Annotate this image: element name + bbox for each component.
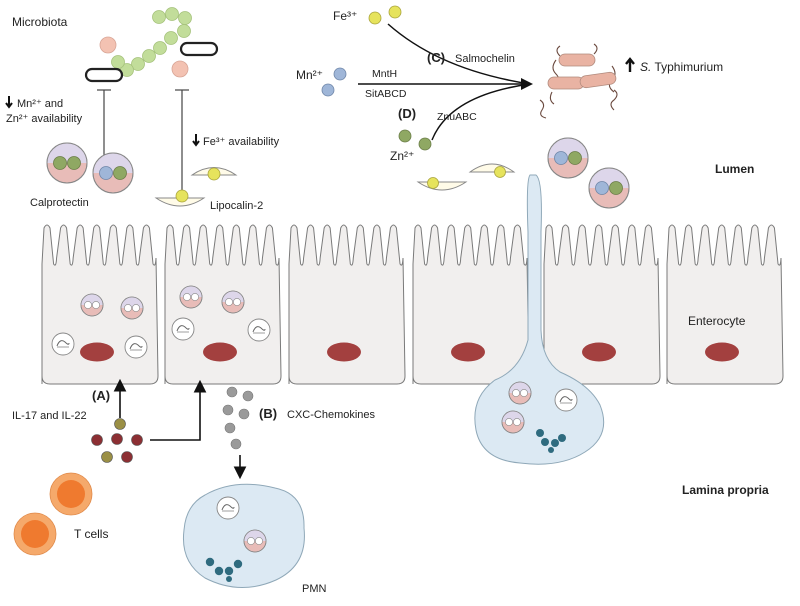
t-cells-label: T cells	[74, 527, 108, 541]
zinc-ion	[418, 137, 432, 151]
cytokines	[91, 418, 143, 463]
salmochelin-label: Salmochelin	[455, 53, 515, 65]
increase-arrow-icon	[625, 57, 635, 72]
microbiota-label: Microbiota	[12, 15, 68, 29]
bead-chain	[111, 7, 192, 77]
pmn-cell	[182, 483, 305, 589]
microbe	[99, 36, 117, 54]
salmonella-cluster	[539, 43, 618, 119]
manganese-ion	[333, 67, 347, 81]
cxc-chemokines-label: CXC-Chemokines	[287, 409, 376, 421]
mnth-label: MntH	[372, 68, 397, 80]
transmigrating-neutrophil	[474, 174, 605, 465]
lumen-calprotectin	[547, 137, 630, 209]
nucleus	[582, 342, 616, 362]
enterocyte-cell	[412, 224, 530, 385]
d-marker: (D)	[398, 106, 416, 121]
lumen-label: Lumen	[715, 162, 754, 176]
inhibition-line	[97, 89, 189, 193]
microbiota-rod	[179, 41, 219, 57]
zn2-label: Zn²⁺	[390, 149, 414, 163]
nucleus	[203, 342, 237, 362]
nucleus	[705, 342, 739, 362]
svg-text:Mn²⁺ and: Mn²⁺ and	[17, 98, 63, 110]
znuabc-label: ZnuABC	[437, 111, 477, 123]
cytokine-arrow	[150, 379, 207, 441]
manganese-ion	[321, 83, 335, 97]
a-marker: (A)	[92, 388, 110, 403]
lipocalin-complex	[154, 167, 238, 207]
pmn-label: PMN	[302, 583, 327, 595]
calprotectin-complex	[46, 142, 134, 194]
lipocalin2-label: Lipocalin-2	[210, 200, 263, 212]
nucleus	[451, 342, 485, 362]
typhimurium-label: S. Typhimurium	[640, 60, 723, 74]
epithelium	[41, 224, 784, 385]
microbe	[171, 60, 189, 78]
nucleus	[80, 342, 114, 362]
b-marker: (B)	[259, 406, 277, 421]
svg-text:Fe³⁺ availability: Fe³⁺ availability	[203, 136, 280, 148]
enterocyte-cell	[543, 224, 661, 385]
fe-availability: Fe³⁺ availability	[192, 134, 280, 148]
zinc-ion	[398, 129, 412, 143]
lamina-propria-label: Lamina propria	[682, 483, 769, 497]
t-cells	[13, 472, 93, 556]
uptake-arrows	[358, 23, 533, 141]
mn-zn-availability: Mn²⁺ and Zn²⁺ availability	[5, 96, 83, 125]
fe3-label: Fe³⁺	[333, 9, 357, 23]
enterocyte-label: Enterocyte	[688, 314, 746, 328]
iron-ion	[368, 11, 382, 25]
enterocyte-cell	[666, 224, 784, 385]
svg-text:Zn²⁺ availability: Zn²⁺ availability	[6, 113, 83, 125]
lumen-lipocalin	[416, 163, 516, 191]
nucleus	[327, 342, 361, 362]
microbiota-rod	[84, 67, 124, 83]
enterocyte-cell	[288, 224, 406, 385]
chemokines	[222, 386, 254, 450]
calprotectin-label: Calprotectin	[30, 197, 89, 209]
iron-ion	[388, 5, 402, 19]
mn2-label: Mn²⁺	[296, 68, 323, 82]
sitabcd-label: SitABCD	[365, 88, 407, 100]
il17-il22-label: IL-17 and IL-22	[12, 410, 87, 422]
c-marker: (C)	[427, 50, 445, 65]
